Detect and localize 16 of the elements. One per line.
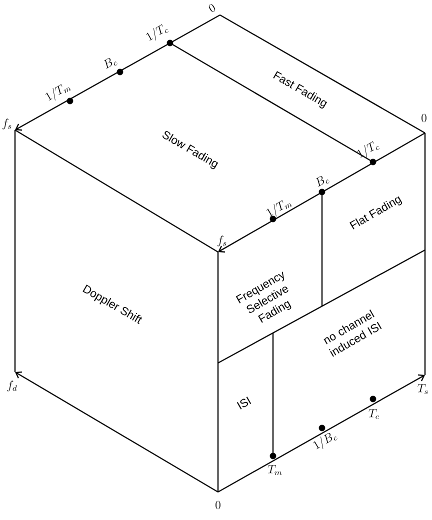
axis-label: $1/T_m$ bbox=[45, 84, 71, 101]
axis-label: $0$ bbox=[216, 500, 220, 510]
axis-label: $1/T_c$ bbox=[146, 24, 168, 41]
axis-label: $T_s$ bbox=[418, 384, 428, 394]
axis-label: $0$ bbox=[422, 114, 426, 122]
axis-label: $T_c$ bbox=[368, 409, 380, 420]
axis-label: $1/T_m$ bbox=[266, 200, 292, 217]
axis-label: $1/B_c$ bbox=[313, 433, 338, 450]
axis-label: $f_s$ bbox=[218, 236, 226, 246]
region-label: ISI bbox=[236, 396, 252, 410]
axis-label: $T_m$ bbox=[268, 465, 282, 476]
axis-label: $f_d$ bbox=[7, 380, 17, 392]
axis-label: $B_c$ bbox=[104, 58, 118, 69]
axis-label: $f_s$ bbox=[2, 118, 12, 130]
axis-label: $B_c$ bbox=[316, 176, 330, 187]
axis-label: $0$ bbox=[208, 4, 216, 12]
